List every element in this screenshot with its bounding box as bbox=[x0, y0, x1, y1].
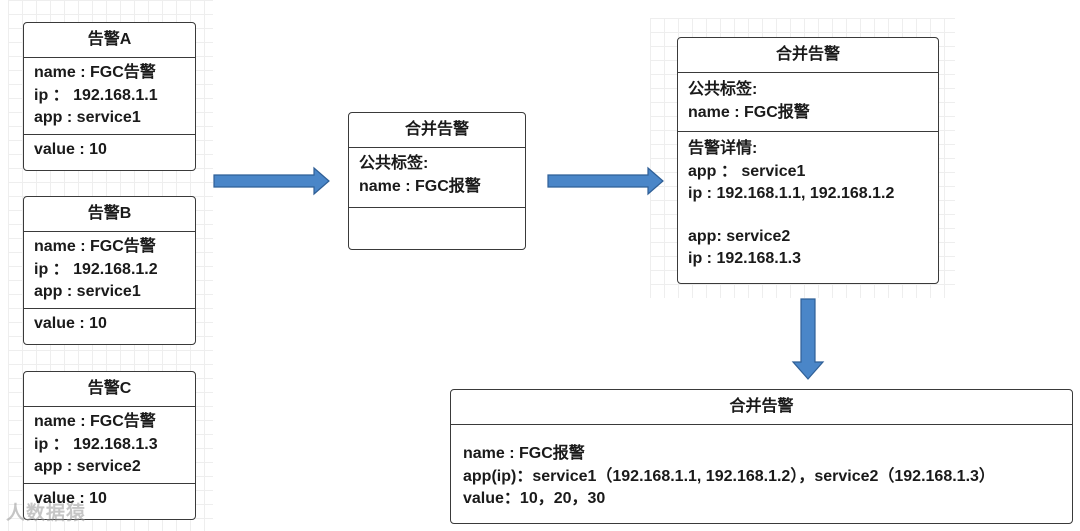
alert-b-box: 告警B name : FGC告警 ip ： 192.168.1.2 app : … bbox=[23, 196, 196, 345]
merge-final-name: name : FGC报警 bbox=[463, 445, 585, 462]
merge-2-app1: app ： service1 bbox=[688, 162, 806, 180]
alert-a-labels: name : FGC告警 ip ： 192.168.1.1 app : serv… bbox=[24, 58, 195, 135]
watermark: 人数据猿 bbox=[6, 503, 87, 524]
merge-alert-box-2: 合并告警 公共标签: name : FGC报警 告警详情: app ： serv… bbox=[677, 37, 939, 284]
alert-a-ip: ip ： 192.168.1.1 bbox=[34, 86, 158, 104]
alert-c-value-section: value : 10 bbox=[24, 484, 195, 515]
alert-c-labels: name : FGC告警 ip ： 192.168.1.3 app : serv… bbox=[24, 407, 195, 484]
alert-a-title: 告警A bbox=[24, 23, 195, 58]
merge-1-empty-section bbox=[349, 208, 525, 216]
alert-a-value-section: value : 10 bbox=[24, 135, 195, 166]
merge-2-detail-label: 告警详情: bbox=[688, 140, 758, 157]
alert-a-name: name : FGC告警 bbox=[34, 64, 156, 81]
alert-a-value: value : 10 bbox=[34, 140, 107, 158]
merge-alert-final-box: 合并告警 name : FGC报警 app(ip)：service1（192.1… bbox=[450, 389, 1073, 524]
merge-final-title: 合并告警 bbox=[451, 390, 1072, 425]
alert-c-app: app : service2 bbox=[34, 458, 141, 475]
merge-2-ip1: ip : 192.168.1.1, 192.168.1.2 bbox=[688, 185, 895, 202]
merge-alert-box-1: 合并告警 公共标签: name : FGC报警 bbox=[348, 112, 526, 250]
merge-final-content: name : FGC报警 app(ip)：service1（192.168.1.… bbox=[451, 425, 1072, 515]
alert-b-value-section: value : 10 bbox=[24, 309, 195, 340]
alert-a-box: 告警A name : FGC告警 ip ： 192.168.1.1 app : … bbox=[23, 22, 196, 171]
merge-1-public-label: 公共标签: bbox=[359, 155, 429, 172]
merge-final-value: value：10，20，30 bbox=[463, 490, 606, 507]
merge-2-spacer bbox=[688, 206, 928, 226]
merge-2-public-label: 公共标签: bbox=[688, 81, 758, 98]
merge-1-public-section: 公共标签: name : FGC报警 bbox=[349, 148, 525, 208]
merge-1-title: 合并告警 bbox=[349, 113, 525, 148]
alert-b-name: name : FGC告警 bbox=[34, 238, 156, 255]
alert-b-labels: name : FGC告警 ip ： 192.168.1.2 app : serv… bbox=[24, 232, 195, 309]
alert-b-app: app : service1 bbox=[34, 283, 141, 300]
alert-a-app: app : service1 bbox=[34, 109, 141, 126]
merge-1-name: name : FGC报警 bbox=[359, 177, 481, 195]
alert-c-ip: ip ： 192.168.1.3 bbox=[34, 435, 158, 453]
alert-c-name: name : FGC告警 bbox=[34, 413, 156, 430]
alert-c-box: 告警C name : FGC告警 ip ： 192.168.1.3 app : … bbox=[23, 371, 196, 520]
alert-c-title: 告警C bbox=[24, 372, 195, 407]
merge-2-ip2: ip : 192.168.1.3 bbox=[688, 250, 801, 267]
merge-2-app2: app: service2 bbox=[688, 227, 791, 245]
arrow-right-icon bbox=[547, 166, 664, 196]
merge-2-title: 合并告警 bbox=[678, 38, 938, 73]
merge-2-public-section: 公共标签: name : FGC报警 bbox=[678, 73, 938, 132]
arrow-right-icon bbox=[213, 166, 330, 196]
alert-b-value: value : 10 bbox=[34, 314, 107, 332]
arrow-down-icon bbox=[791, 298, 825, 380]
merge-2-detail-section: 告警详情: app ： service1 ip : 192.168.1.1, 1… bbox=[678, 132, 938, 275]
merge-final-app-ip: app(ip)：service1（192.168.1.1, 192.168.1.… bbox=[463, 467, 995, 485]
merge-2-name: name : FGC报警 bbox=[688, 103, 810, 121]
alert-c-value: value : 10 bbox=[34, 489, 107, 507]
alert-b-ip: ip ： 192.168.1.2 bbox=[34, 260, 158, 278]
alert-b-title: 告警B bbox=[24, 197, 195, 232]
